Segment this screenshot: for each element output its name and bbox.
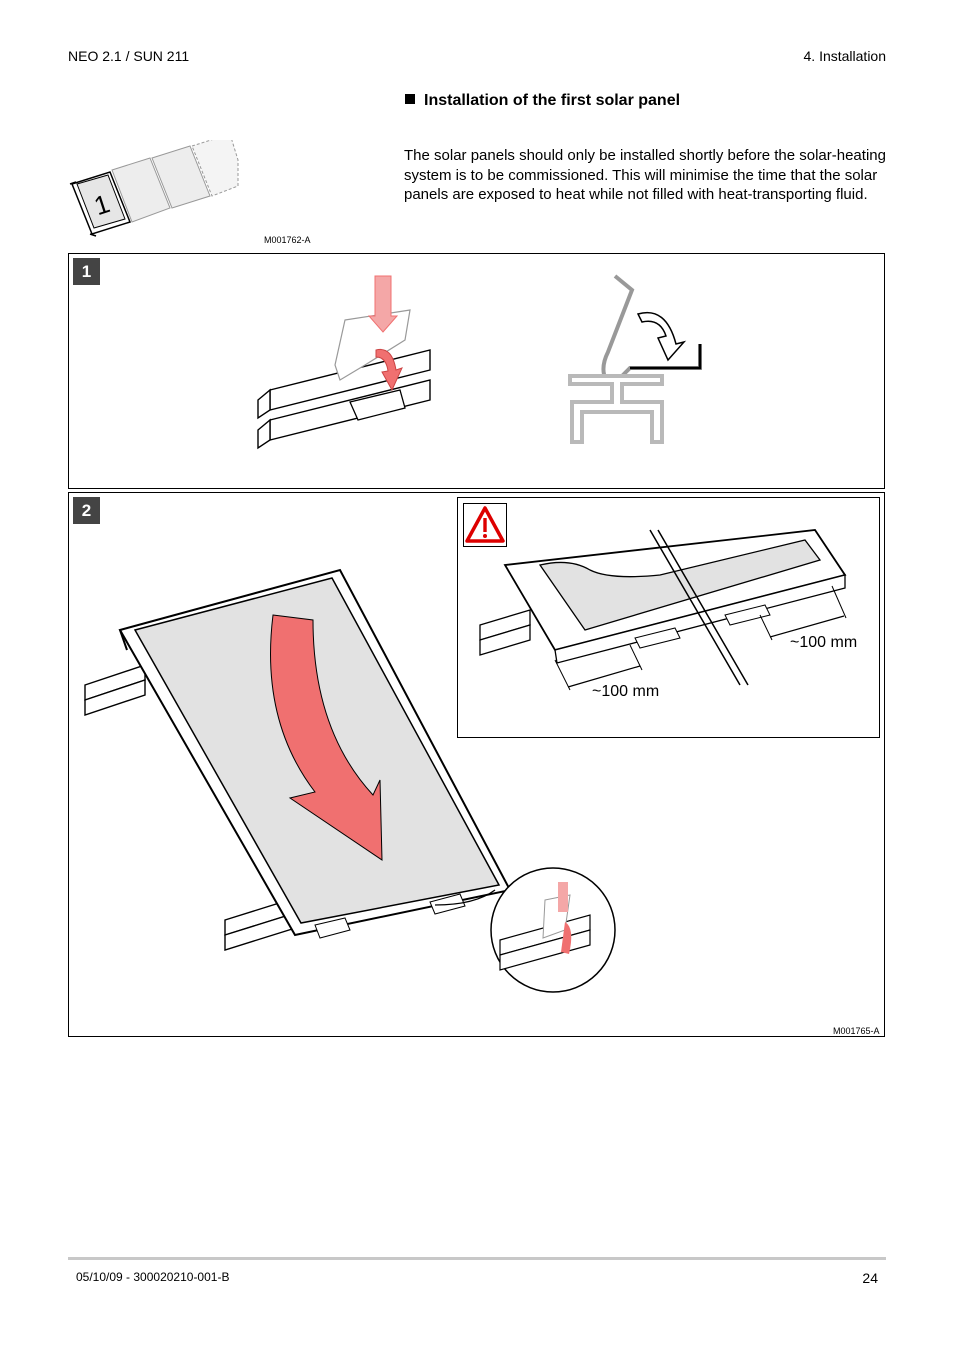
edge-distance-detail: ~100 mm ~100 mm bbox=[479, 529, 857, 700]
header-title: NEO 2.1 / SUN 211 bbox=[68, 48, 190, 64]
figure-reference-large: M001765-A bbox=[833, 1026, 880, 1036]
page-number: 24 bbox=[862, 1270, 878, 1286]
intro-paragraph: The solar panels should only be installe… bbox=[404, 147, 886, 203]
bullet-square-icon bbox=[405, 94, 415, 104]
step-1-frame bbox=[68, 253, 885, 489]
header-chapter: 4. Installation bbox=[803, 48, 887, 64]
figure-reference-small: M001762-A bbox=[264, 235, 311, 245]
footer-document-id: 05/10/09 - 300020210-001-B bbox=[76, 1270, 230, 1284]
warning-icon bbox=[463, 503, 507, 547]
panel-installation-illustration bbox=[84, 568, 616, 993]
panel-row-illustration: 1 bbox=[69, 140, 239, 237]
profile-cross-section-illustration bbox=[568, 274, 702, 444]
detail-inset-frame bbox=[457, 497, 880, 738]
step-number-1: 1 bbox=[73, 258, 100, 285]
step-number-2: 2 bbox=[73, 497, 100, 524]
step-2-frame bbox=[68, 492, 885, 1037]
footer-divider bbox=[68, 1257, 886, 1260]
section-heading: Installation of the first solar panel bbox=[405, 92, 680, 110]
clip-on-rail-illustration bbox=[257, 275, 431, 450]
dimension-label-right: ~100 mm bbox=[790, 634, 857, 651]
section-title: Installation of the first solar panel bbox=[424, 92, 681, 109]
dimension-label-left: ~100 mm bbox=[592, 683, 659, 700]
